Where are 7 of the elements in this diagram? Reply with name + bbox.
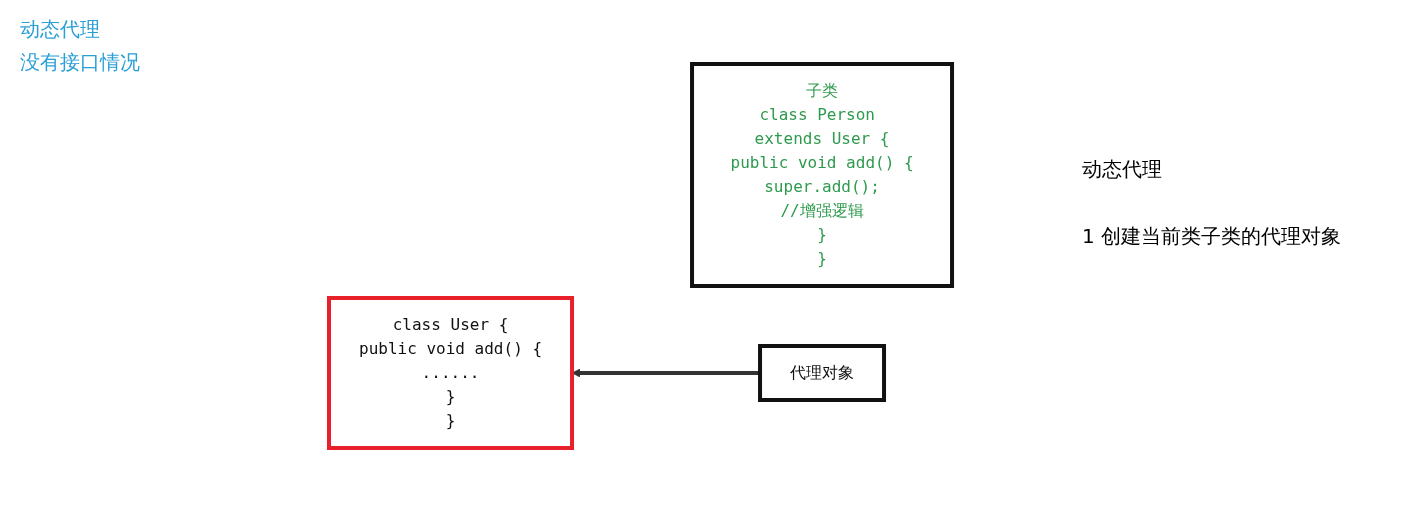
node-box: 子类 class Person extends User { public void add() { super.add(); //增强逻辑 } }: [690, 62, 955, 288]
note-text: 动态代理: [1082, 156, 1163, 183]
heading-text: 没有接口情况: [20, 49, 141, 76]
node-box: class User { public void add() { ...... } }: [327, 296, 575, 450]
note-text: 1 创建当前类子类的代理对象: [1082, 223, 1343, 250]
node-box: 代理对象: [758, 344, 887, 402]
heading-text: 动态代理: [20, 16, 101, 43]
